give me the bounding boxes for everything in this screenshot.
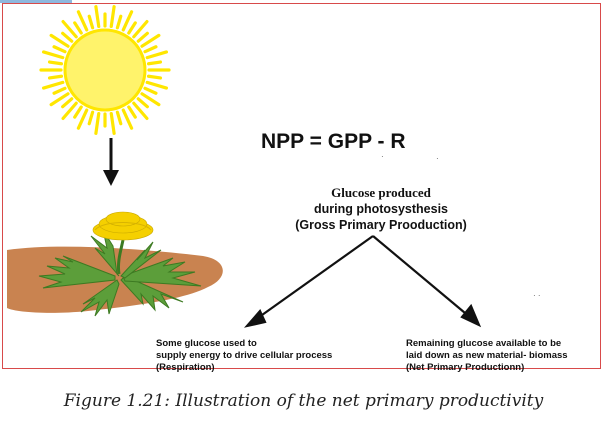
- sun-ray: [49, 92, 70, 107]
- sun-ray: [136, 97, 149, 109]
- gpp-label-line-3: (Gross Primary Prooduction): [295, 218, 467, 232]
- arrow-to-respiration-head: [243, 308, 267, 328]
- sun-ray: [136, 31, 149, 43]
- sun-ray: [47, 74, 64, 80]
- arrow-to-respiration: [254, 235, 374, 321]
- npp-label: Remaining glucose available to be laid d…: [406, 338, 568, 374]
- sun-ray: [49, 33, 70, 48]
- respiration-label: Some glucose used to supply energy to dr…: [156, 338, 332, 374]
- sun-ray: [76, 10, 89, 32]
- sun-ray: [87, 110, 95, 126]
- top-tab-accent: [0, 0, 72, 3]
- sun-ray: [41, 80, 65, 90]
- sun-ray: [146, 74, 163, 80]
- illustration: [7, 5, 482, 328]
- sun-ray: [94, 111, 101, 135]
- gpp-label: Glucose produced during photosysthesis (…: [265, 185, 497, 233]
- sun-ray: [127, 21, 137, 35]
- sun-ray: [143, 86, 158, 95]
- sun-ray: [115, 110, 123, 126]
- gpp-label-line-2: during photosysthesis: [313, 202, 449, 216]
- sun-ray: [109, 5, 116, 29]
- sun-ray: [145, 80, 169, 90]
- figure-caption: Figure 1.21: Illustration of the net pri…: [63, 391, 544, 411]
- npp-label-line-3: (Net Primary Productionn): [406, 362, 525, 373]
- gpp-label-line-1: Glucose produced: [331, 185, 431, 200]
- arrow-to-npp-head: [460, 303, 482, 328]
- stray-mark: ·: [436, 154, 439, 163]
- sun-ray: [145, 50, 169, 60]
- respiration-label-line-3: (Respiration): [156, 362, 215, 373]
- npp-label-line-1: Remaining glucose available to be: [406, 338, 562, 349]
- sun-ray: [127, 105, 137, 119]
- sun-ray: [140, 92, 161, 107]
- sun-ray: [47, 60, 64, 66]
- sun-ray: [52, 45, 67, 54]
- sun-ray: [73, 21, 83, 35]
- sun-ray: [115, 14, 123, 30]
- respiration-label-line-2: supply energy to drive cellular process: [156, 350, 333, 361]
- stray-mark: · ·: [533, 291, 541, 300]
- arrow-to-npp: [372, 235, 472, 319]
- sun-ray: [41, 50, 65, 60]
- sun-ray: [52, 86, 67, 95]
- sun-ray: [73, 105, 83, 119]
- sun-ray: [140, 33, 161, 48]
- flow-arrows: [243, 235, 482, 328]
- npp-label-line-2: laid down as new material- biomass: [406, 350, 568, 361]
- sun-ray: [132, 20, 149, 39]
- npp-equation: NPP = GPP - R: [261, 130, 406, 153]
- sun-ray: [61, 101, 78, 120]
- sun-ray: [121, 108, 134, 130]
- sun-ray: [61, 97, 74, 109]
- sun-ray: [94, 5, 101, 29]
- sun-ray: [109, 111, 116, 135]
- sun-ray: [76, 108, 89, 130]
- sun-ray: [61, 31, 74, 43]
- dandelion-plant-icon: [7, 211, 223, 317]
- sun-ray: [121, 10, 134, 32]
- sun-icon: [39, 5, 171, 135]
- sun-ray: [87, 14, 95, 30]
- sun-ray: [61, 20, 78, 39]
- down-arrow-icon: [103, 138, 119, 186]
- sun-ray: [143, 45, 158, 54]
- sun-ray: [146, 60, 163, 66]
- sun-ray: [132, 101, 149, 120]
- respiration-label-line-1: Some glucose used to: [156, 338, 257, 349]
- figure-frame: NPP = GPP - R Glucose produced during ph…: [2, 3, 601, 373]
- stray-mark: ·: [381, 152, 384, 161]
